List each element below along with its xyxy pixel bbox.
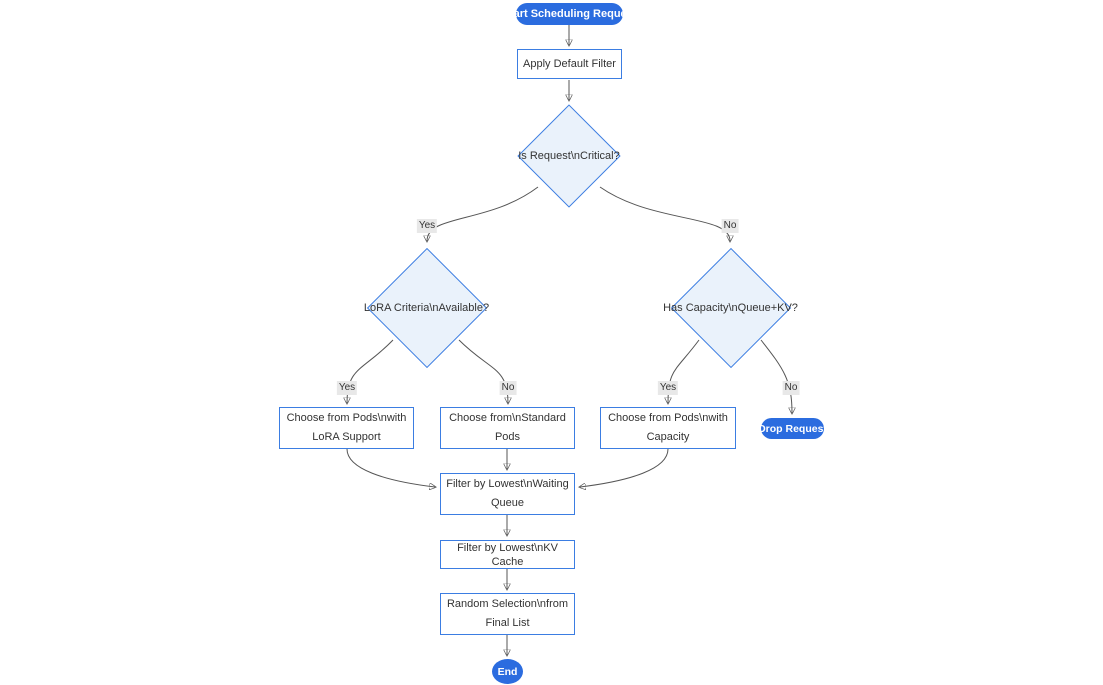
edge-label-lora-yes: Yes xyxy=(336,381,358,395)
node-label-line: Choose from\nStandard xyxy=(449,412,566,424)
node-is-request-critical: Is Request\nCritical? xyxy=(517,104,621,208)
edge-lorapods-to-filterwaiting xyxy=(346,448,435,487)
node-start-scheduling-request: Start Scheduling Request xyxy=(503,3,636,25)
node-label: Filter by Lowest\nKV Cache xyxy=(457,541,558,568)
edge-label-capacity-no: No xyxy=(782,381,800,395)
node-label-line: Random Selection\nfrom xyxy=(446,598,569,610)
edge-critical-yes xyxy=(427,186,539,241)
node-label-line: Filter by Lowest\nWaiting xyxy=(446,478,569,490)
node-filter-lowest-kv-cache: Filter by Lowest\nKV Cache xyxy=(440,540,575,569)
node-has-capacity-queue-kv: Has Capacity\nQueue+KV? xyxy=(663,247,798,368)
node-label-line: Choose from Pods\nwith xyxy=(608,412,728,424)
node-filter-lowest-waiting-queue: Filter by Lowest\nWaiting Queue xyxy=(440,473,575,515)
node-label-line: Pods xyxy=(494,431,521,443)
node-label: LoRA Criteria\nAvailable? xyxy=(363,301,490,314)
node-label: Has Capacity\nQueue+KV? xyxy=(663,301,798,314)
node-label-line: Capacity xyxy=(646,431,690,443)
node-label-line: LoRA Support xyxy=(312,431,381,443)
node-label: Apply Default Filter xyxy=(523,58,616,70)
edge-label-lora-no: No xyxy=(499,381,517,395)
edge-capacitypods-to-filterwaiting xyxy=(580,448,669,487)
node-choose-pods-capacity: Choose from Pods\nwith Capacity xyxy=(600,407,736,449)
edge-label-critical-no: No xyxy=(721,219,739,233)
node-choose-standard-pods: Choose from\nStandard Pods xyxy=(440,407,575,449)
node-apply-default-filter: Apply Default Filter xyxy=(517,49,622,79)
node-random-selection-final-list: Random Selection\nfrom Final List xyxy=(440,593,575,635)
edge-capacity-no xyxy=(760,339,792,413)
node-label: Drop Request xyxy=(758,422,827,435)
node-label-line: Final List xyxy=(485,617,530,629)
node-label-line: Choose from Pods\nwith xyxy=(286,412,407,424)
node-lora-criteria-available: LoRA Criteria\nAvailable? xyxy=(363,247,490,368)
edge-label-capacity-yes: Yes xyxy=(657,381,679,395)
edge-label-critical-yes: Yes xyxy=(416,219,438,233)
node-label: Start Scheduling Request xyxy=(502,8,637,20)
node-label-line: Queue xyxy=(490,497,524,509)
node-choose-pods-lora-support: Choose from Pods\nwith LoRA Support xyxy=(279,407,414,449)
node-drop-request: Drop Request xyxy=(758,418,827,439)
node-label: End xyxy=(497,665,518,678)
node-end: End xyxy=(492,659,523,684)
node-label: Is Request\nCritical? xyxy=(518,150,620,162)
